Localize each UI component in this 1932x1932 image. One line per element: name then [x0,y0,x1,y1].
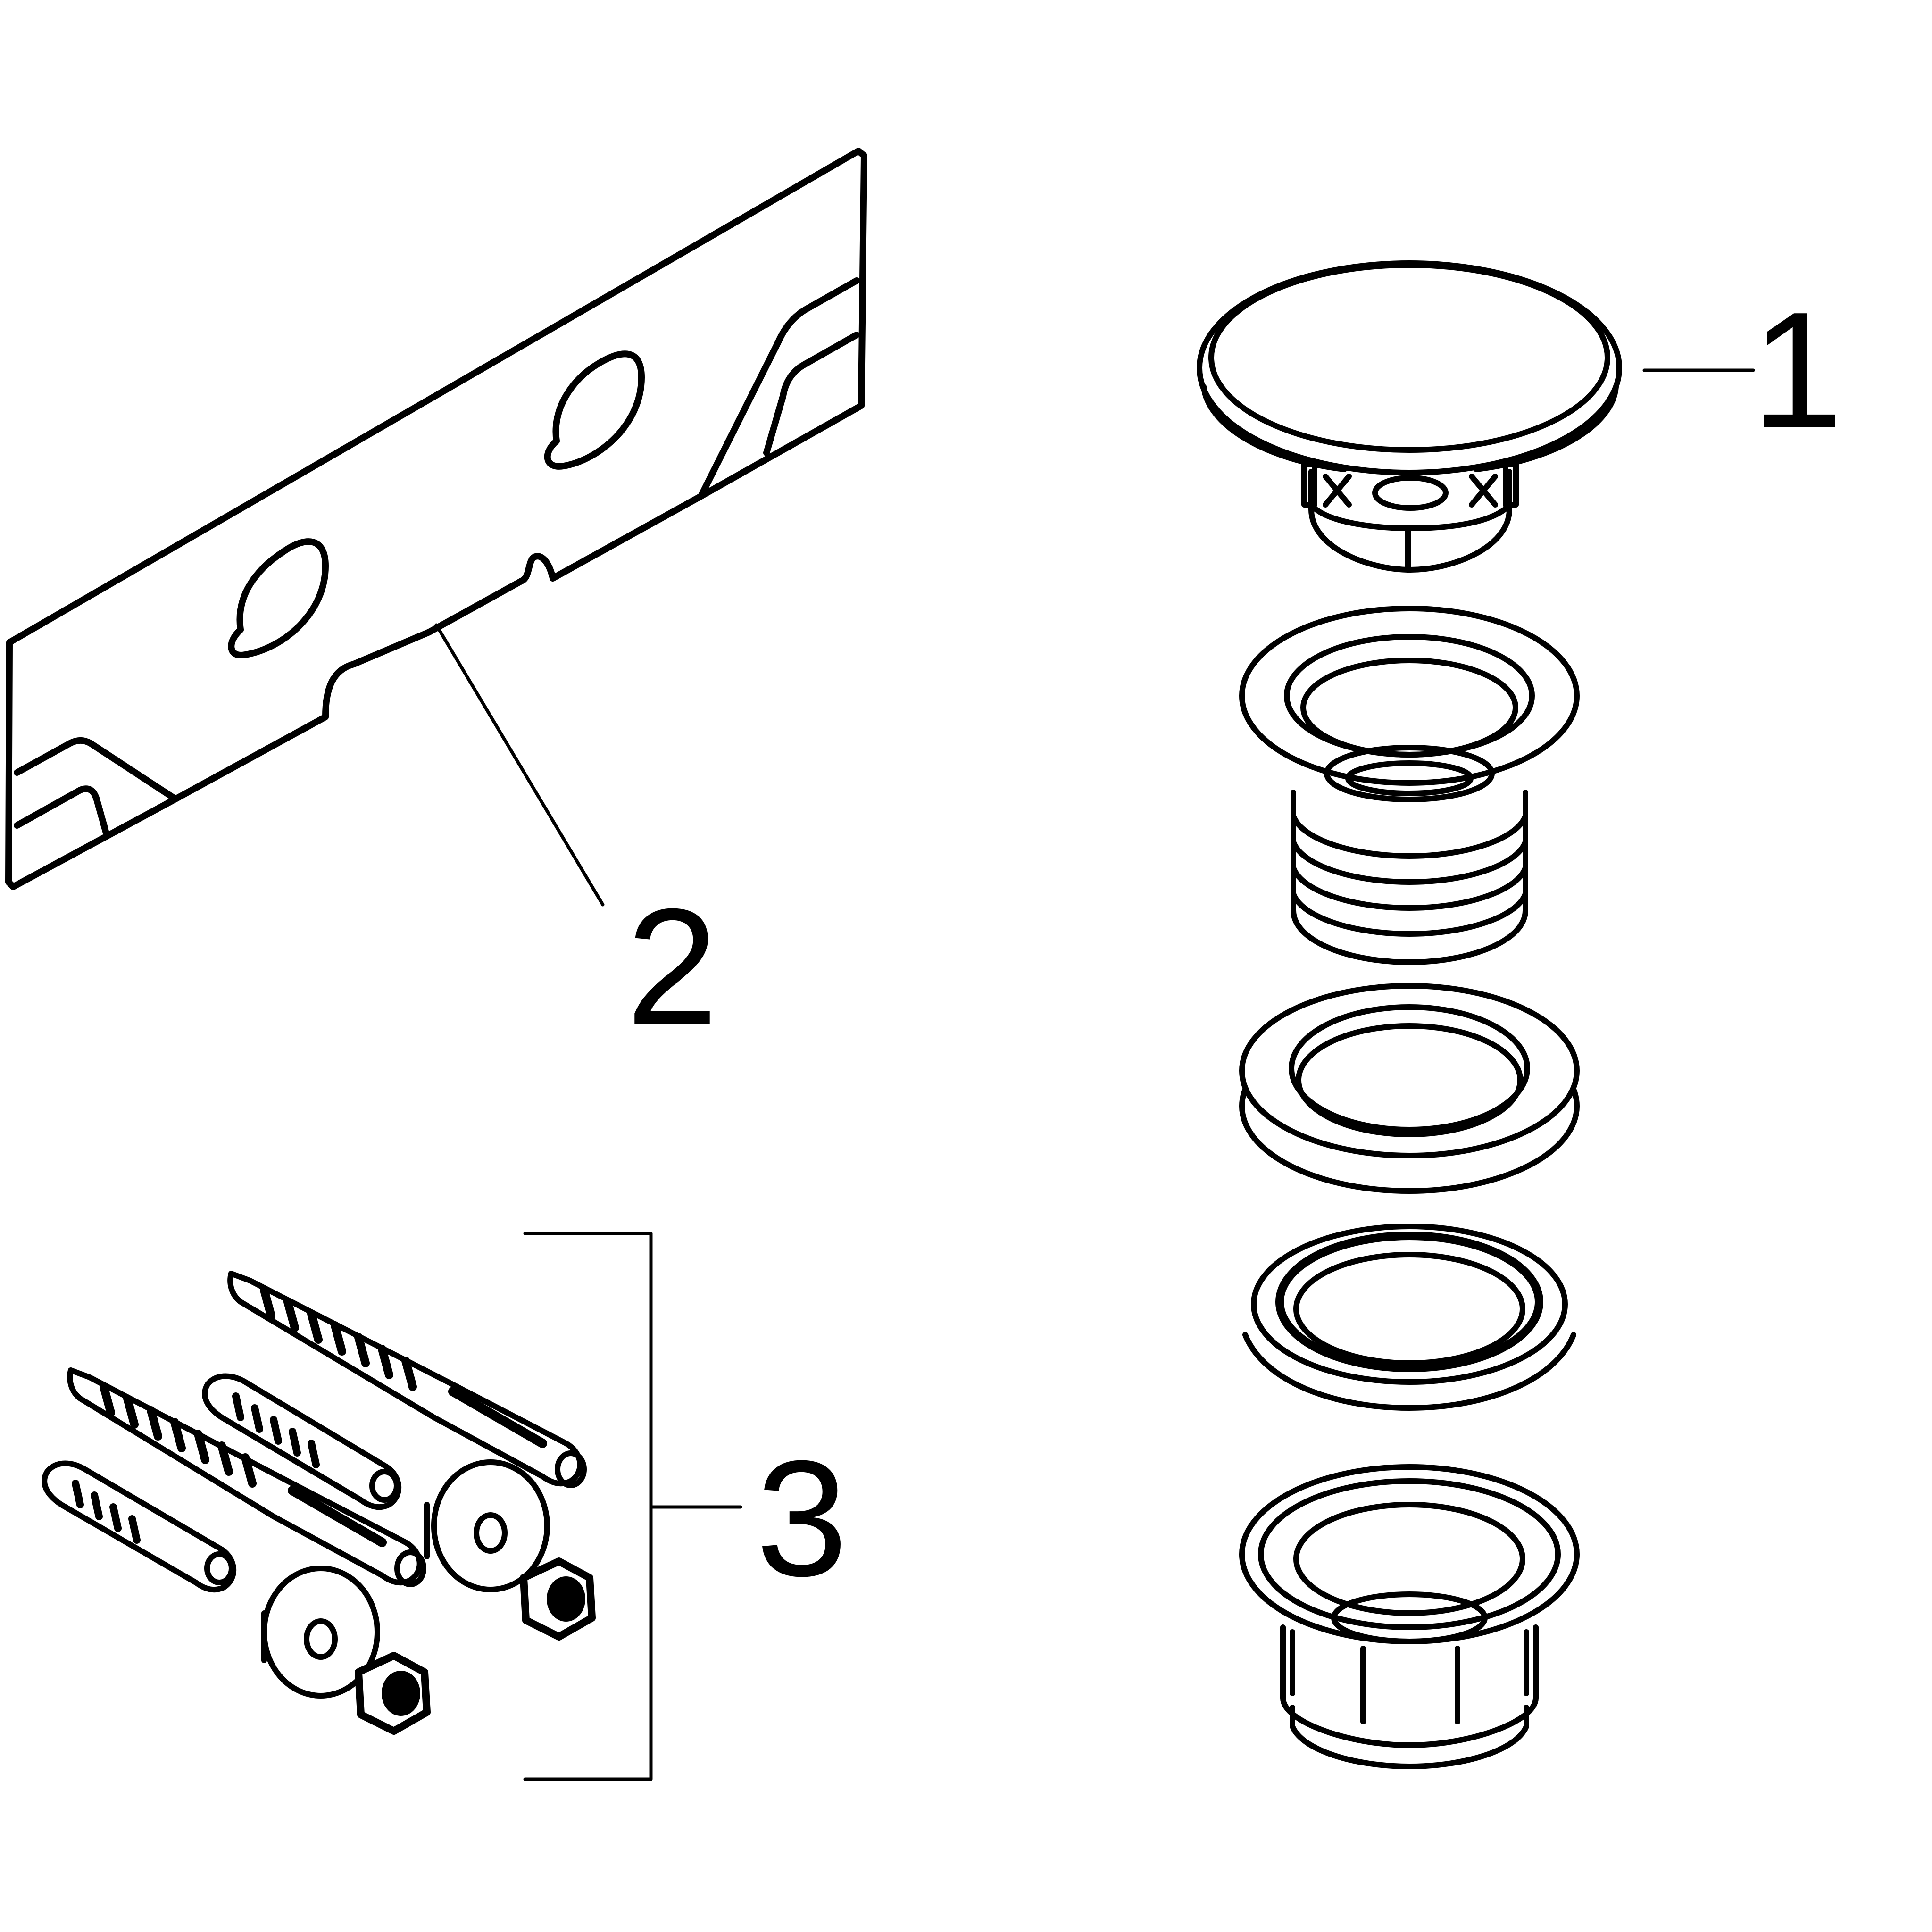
thread-1 [1291,813,1528,859]
thread-4 [1291,891,1528,937]
dowel-upper-ribs [232,1392,320,1468]
washer-seal-bottom [1242,1332,1576,1411]
washer-small-upper [431,1459,550,1592]
dowel-upper-end [369,1469,400,1503]
stem-top-ring [1324,745,1495,802]
stem-top-bore [1345,760,1474,796]
cap-disk-edge-left [1201,384,1347,472]
thread-3 [1291,865,1528,911]
bracket-outline [5,148,867,890]
screw-upper-end [555,1450,587,1488]
nut-base [1290,1705,1529,1769]
screw-lower-end [394,1549,426,1587]
cap-disk-top [1208,262,1610,453]
leader-line-2 [434,623,605,907]
nut-inner-thread [1331,1591,1488,1644]
mounting-bracket [5,148,867,890]
hex-nut-lower-hole [382,1671,420,1716]
washer-seal [1242,1224,1576,1411]
dowel-lower-ribs [72,1480,141,1544]
cap-lattice [1323,474,1498,508]
flange-bore [1300,658,1518,758]
screw-upper-thread [260,1286,417,1391]
cap-skirt-rim [1313,507,1507,531]
screw-lower-shank [288,1486,387,1547]
washer-flat-hole [1289,1004,1530,1133]
drain-body [1239,606,1580,965]
nut-hex-body [1280,1624,1539,1748]
drain-cap [1197,260,1622,573]
washer-flat-hole-inner [1296,1023,1523,1137]
bracket-hole-left [228,538,329,658]
callout-3: 3 [756,1426,848,1611]
washer-seal-lip [1275,1232,1543,1372]
callout-1: 1 [1751,278,1843,462]
bracket-hole-right [544,350,645,470]
fixing-set [42,1271,596,1735]
screw-upper-shank [448,1387,547,1448]
washer-seal-hole [1293,1252,1525,1366]
washer-seal-top [1251,1224,1568,1385]
washer-flat [1239,983,1580,1194]
washer-small-upper-hole [474,1512,508,1554]
lock-nut [1239,1464,1580,1769]
cap-disk-edge-right [1474,384,1619,472]
hex-nut-upper-hole [547,1576,585,1622]
washer-small-lower-hole [304,1618,338,1660]
bracket-right-inner [763,332,860,456]
screw-lower-thread [100,1382,257,1488]
nut-flange-ring [1258,1478,1561,1630]
bracket-left-edge [14,737,179,802]
bracket-left-inner [14,785,109,836]
bracket-right-edge [698,277,860,500]
cap-center-boss [1372,475,1449,511]
nut-bore [1293,1502,1525,1616]
thread-stem [1291,790,1528,965]
callout-2: 2 [626,874,718,1059]
thread-2 [1291,839,1528,885]
dowel-lower-end [204,1551,234,1585]
